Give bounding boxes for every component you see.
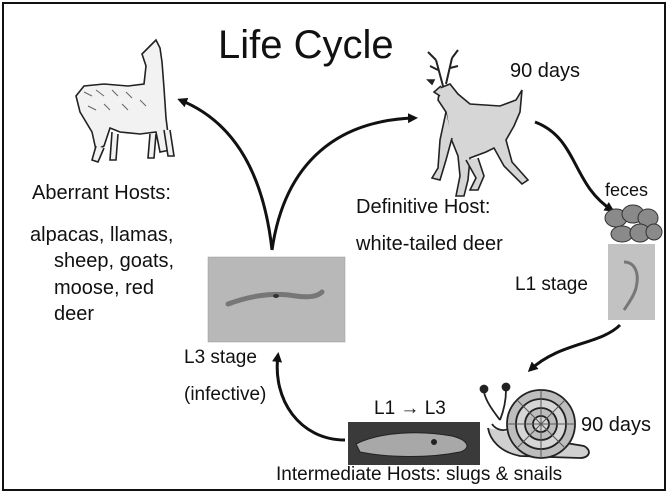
l1-larva-photo bbox=[608, 244, 655, 320]
snail-icon bbox=[481, 384, 589, 459]
definitive-host-duration: 90 days bbox=[510, 60, 580, 83]
arrow-to-definitive-host bbox=[272, 118, 415, 250]
aberrant-hosts-title: Aberrant Hosts: bbox=[32, 182, 171, 205]
l3-larva-photo bbox=[208, 257, 345, 342]
feces-label: feces bbox=[605, 180, 648, 201]
aberrant-host-line: deer bbox=[30, 301, 200, 327]
feces-icon bbox=[605, 205, 662, 242]
aberrant-host-line: sheep, goats, bbox=[30, 248, 200, 274]
diagram-title: Life Cycle bbox=[218, 22, 394, 68]
arrow-deer-to-feces bbox=[535, 122, 612, 210]
aberrant-hosts-list: alpacas, llamas, sheep, goats, moose, re… bbox=[30, 222, 200, 328]
llama-icon bbox=[76, 40, 174, 162]
aberrant-host-line: moose, red bbox=[30, 275, 200, 301]
arrow-l1-to-snail bbox=[530, 325, 620, 370]
intermediate-hosts-label: Intermediate Hosts: slugs & snails bbox=[276, 464, 562, 486]
arrow-slug-to-l3 bbox=[277, 355, 345, 440]
l1-to-l3-label: L1 → L3 bbox=[374, 398, 446, 420]
l3-stage-note: (infective) bbox=[184, 384, 266, 406]
aberrant-host-line: alpacas, llamas, bbox=[30, 222, 200, 248]
l3-stage-label: L3 stage bbox=[184, 347, 257, 369]
l1-stage-label: L1 stage bbox=[515, 274, 588, 296]
definitive-host-title: Definitive Host: bbox=[356, 196, 491, 219]
slug-photo bbox=[348, 422, 480, 465]
definitive-host-name: white-tailed deer bbox=[356, 233, 503, 256]
snail-duration: 90 days bbox=[581, 414, 651, 437]
